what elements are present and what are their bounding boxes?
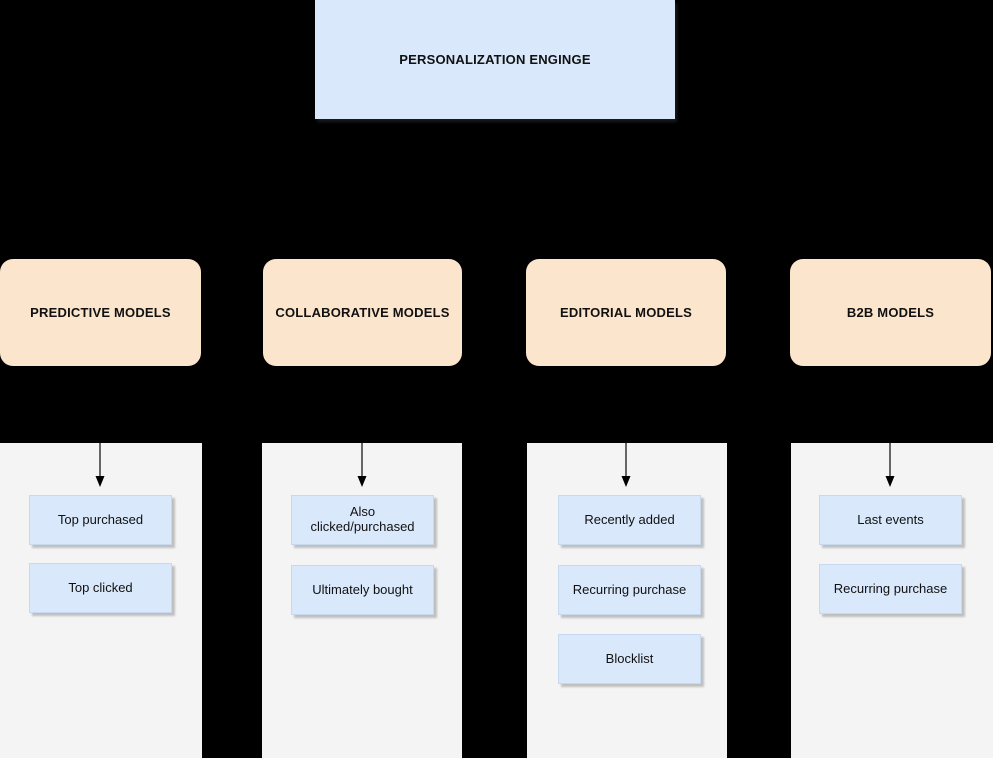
- arrow-down-icon-b2b: [885, 443, 895, 487]
- item-label: Recurring purchase: [833, 580, 948, 596]
- model-box-collaborative[interactable]: COLLABORATIVE MODELS: [263, 259, 462, 366]
- list-item[interactable]: Blocklist: [558, 634, 701, 684]
- list-item[interactable]: Recently added: [558, 495, 701, 545]
- model-label-b2b: B2B MODELS: [846, 305, 935, 320]
- model-box-b2b[interactable]: B2B MODELS: [790, 259, 991, 366]
- list-item[interactable]: Recurring purchase: [558, 565, 701, 615]
- item-label: Recurring purchase: [572, 581, 687, 597]
- model-label-editorial: EDITORIAL MODELS: [559, 305, 692, 320]
- item-label: Blocklist: [605, 650, 654, 666]
- model-label-collaborative: COLLABORATIVE MODELS: [275, 305, 450, 320]
- list-item[interactable]: Last events: [819, 495, 962, 545]
- item-label: Also clicked/purchased: [310, 504, 415, 534]
- model-box-editorial[interactable]: EDITORIAL MODELS: [526, 259, 726, 366]
- item-label: Last events: [857, 511, 924, 527]
- model-label-predictive: PREDICTIVE MODELS: [30, 305, 171, 320]
- list-item[interactable]: Recurring purchase: [819, 564, 962, 614]
- arrow-down-icon-editorial: [621, 443, 631, 487]
- item-label: Top purchased: [57, 511, 144, 527]
- arrow-down-icon-collaborative: [357, 443, 367, 487]
- personalization-engine-box[interactable]: PERSONALIZATION ENGINGE: [315, 0, 675, 119]
- list-item[interactable]: Top purchased: [29, 495, 172, 545]
- item-label: Recently added: [584, 511, 675, 527]
- list-item[interactable]: Ultimately bought: [291, 565, 434, 615]
- arrow-down-icon-predictive: [95, 443, 105, 487]
- item-label: Top clicked: [68, 579, 133, 595]
- list-item[interactable]: Also clicked/purchased: [291, 495, 434, 545]
- model-box-predictive[interactable]: PREDICTIVE MODELS: [0, 259, 201, 366]
- list-item[interactable]: Top clicked: [29, 563, 172, 613]
- item-label: Ultimately bought: [312, 581, 413, 597]
- personalization-engine-label: PERSONALIZATION ENGINGE: [399, 52, 591, 67]
